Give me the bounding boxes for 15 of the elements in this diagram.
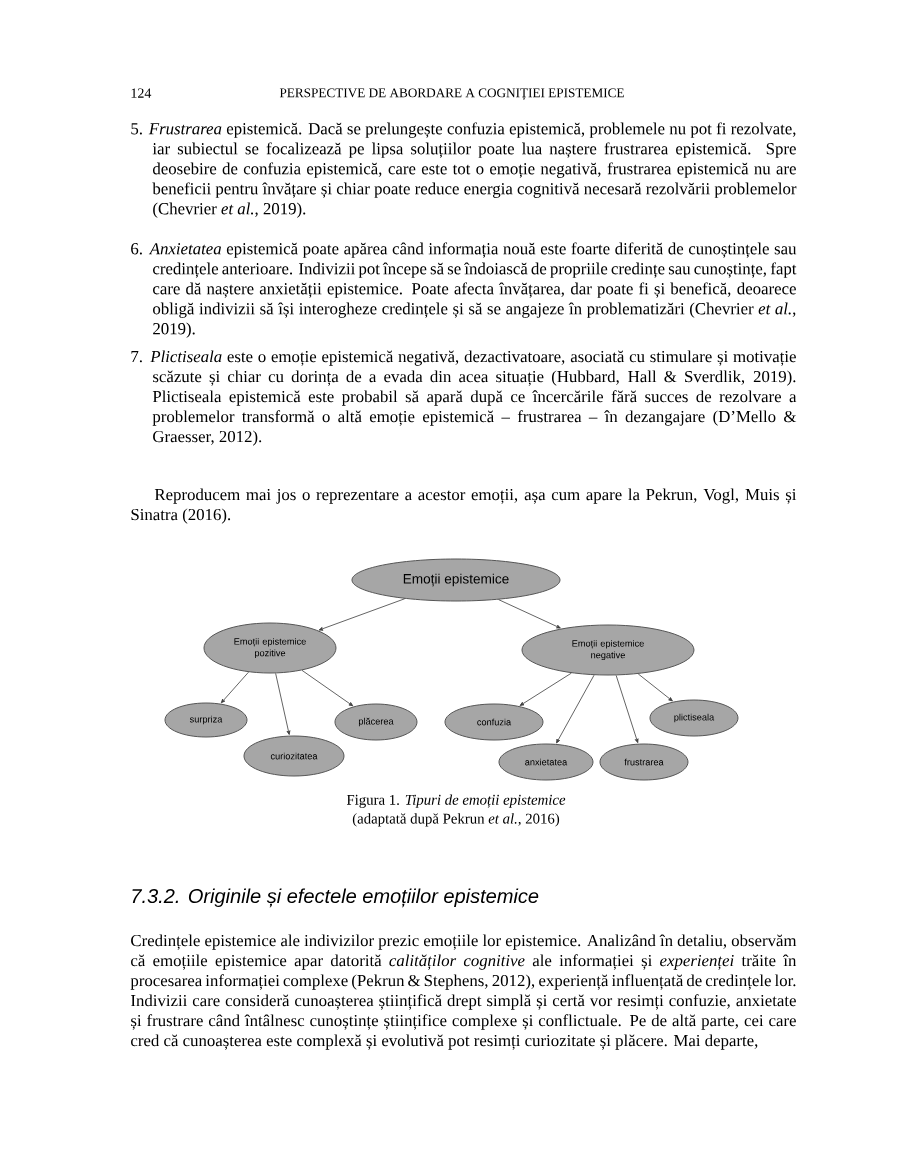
paragraph: Reproducem mai jos o reprezentare a acestor emoții, așa cum apare la Pekrun, Vogl, Muis și Sinatra (2016). — [131, 488, 797, 524]
arrow — [220, 671, 249, 704]
arrow — [637, 673, 673, 702]
arrow — [615, 675, 639, 744]
section-heading: 7.3.2. Originile și efectele emoțiilor epistemice — [132, 888, 539, 908]
paragraph: Credințele epistemice ale indivizilor prezic emoțiile lor epistemice. Analizând în detaliu, observăm că emoțiile epistemice apar datorită calităților cognitive ale informației și experienței trăite în procesarea informației complexe (Pekrun & Stephens, 2012), experiență influențată de credințele lor. Indivizii care consideră cunoașterea științifică drept simplă și certă vor resimți confuzie, anxietate și frustrare când întâlnesc cunoștințe științifice complexe și conflictuale. Pe de altă parte, cei care cred că cunoașterea este complexă și evolutivă pot resimți curiozitate și plăcere. Mai departe, — [130, 934, 797, 1050]
arrow — [519, 672, 572, 706]
arrow — [498, 599, 561, 629]
arrow — [301, 669, 354, 707]
list-item: 6. Anxietatea epistemică poate apărea când informația nouă este foarte diferită de cunoștințele sau credințele anterioare. Indivizii pot începe să se îndoiască de propriile credințe sau cunoștințe, fapt care dă naștere anxietății epistemice. Poate afecta învățarea, dar poate fi și benefică, deoarece obligă indivizii să își interogheze credințele și să se angajeze în problematizări (Chevrier et al., 2019). — [131, 242, 797, 338]
arrow — [318, 598, 406, 631]
arrow — [556, 674, 595, 744]
list-item: 5. Frustrarea epistemică. Dacă se prelungește confuzia epistemică, problemele nu pot fi rezolvate, iar subiectul se focalizează pe lipsa soluțiilor poate lua naștere frustrarea epistemică. Spre deosebire de confuzia epistemică, care este tot o emoție negativă, frustrarea epistemică nu are beneficii pentru învățare și chiar poate reduce energia cognitivă necesară rezolvării problemelor (Chevrier et al., 2019). — [131, 122, 797, 218]
list-item: 7. Plictiseala este o emoție epistemică negativă, dezactivatoare, asociată cu stimulare și motivație scăzute și chiar cu dorința de a evada din acea situație (Hubbard, Hall & Sverdlik, 2019). Plictiseala epistemică este probabil să apară după ce încercările fără succes de rezolvare a problemelor transformă o altă emoție epistemică – frustrarea – în dezangajare (D’Mello & Graesser, 2012). — [131, 350, 797, 446]
arrow — [275, 673, 291, 735]
